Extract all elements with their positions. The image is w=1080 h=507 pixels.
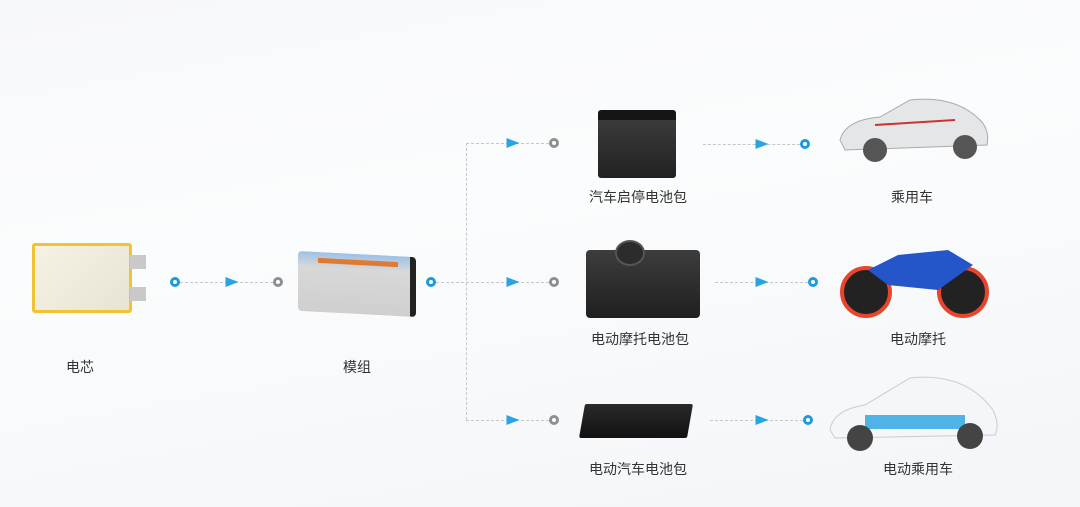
start-stop-pack-label: 汽车启停电池包 <box>589 190 687 206</box>
node-dot <box>273 277 283 287</box>
arrow-icon <box>755 139 769 149</box>
ev-car-label: 电动乘用车 <box>883 462 953 478</box>
cell-tab <box>130 287 146 301</box>
emoto-pack-label: 电动摩托电池包 <box>591 332 689 348</box>
electric-car-image <box>829 376 998 451</box>
passenger-car-image <box>839 98 989 162</box>
node-dot <box>800 139 810 149</box>
emoto-battery-pack-image <box>586 250 700 318</box>
node-dot <box>170 277 180 287</box>
connector-line <box>431 282 554 283</box>
node-dot <box>808 277 818 287</box>
battery-cell-image <box>32 243 132 313</box>
electric-motorcycle-image <box>840 250 989 318</box>
node-dot <box>549 138 559 148</box>
arrow-icon <box>225 277 239 287</box>
start-stop-battery-image <box>598 110 676 178</box>
connector-line <box>703 144 805 145</box>
node-dot <box>426 277 436 287</box>
cell-label: 电芯 <box>66 360 94 376</box>
arrow-icon <box>506 415 520 425</box>
cell-tab <box>130 255 146 269</box>
node-dot <box>803 415 813 425</box>
pack-fan <box>615 240 645 266</box>
passenger-car-label: 乘用车 <box>891 190 933 206</box>
arrow-icon <box>506 138 520 148</box>
ev-pack-label: 电动汽车电池包 <box>589 462 687 478</box>
arrow-icon <box>755 415 769 425</box>
arrow-icon <box>506 277 520 287</box>
branch-line <box>466 143 467 420</box>
node-dot <box>549 277 559 287</box>
emoto-label: 电动摩托 <box>890 332 946 348</box>
arrow-icon <box>755 277 769 287</box>
ev-battery-pack-image <box>579 404 693 438</box>
module-label: 模组 <box>343 360 371 376</box>
node-dot <box>549 415 559 425</box>
